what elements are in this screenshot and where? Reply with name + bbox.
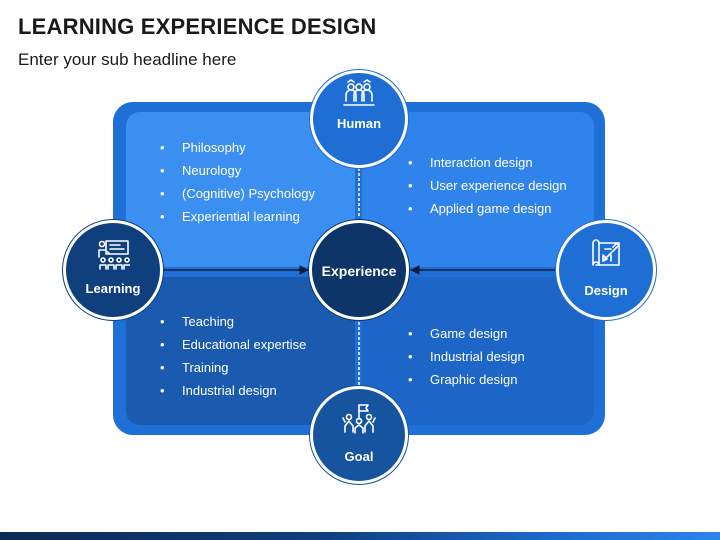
bottom-left-list: Teaching Educational expertise Training … [160,310,306,402]
top-right-list: Interaction design User experience desig… [408,151,567,220]
learning-label: Learning [85,281,141,296]
list-item: Teaching [160,310,306,333]
list-item: Applied game design [408,197,567,220]
human-label: Human [336,116,382,131]
list-item: Industrial design [160,379,306,402]
learning-node: Learning [63,220,163,320]
goal-node: Goal [310,386,408,484]
design-blueprint-icon [592,239,620,266]
bottom-right-list: Game design Industrial design Graphic de… [408,322,525,391]
list-item: Training [160,356,306,379]
list-item: Graphic design [408,368,525,391]
goal-flag-team-icon [342,404,376,434]
experience-label: Experience [321,263,397,279]
human-node: Human [310,70,408,168]
goal-label: Goal [344,449,374,464]
design-label: Design [584,283,628,298]
list-item: User experience design [408,174,567,197]
list-item: Philosophy [160,136,315,159]
top-left-list: Philosophy Neurology (Cognitive) Psychol… [160,136,315,228]
page-subtitle: Enter your sub headline here [18,50,237,69]
list-item: Experiential learning [160,205,315,228]
list-item: Industrial design [408,345,525,368]
classroom-presentation-icon [98,240,130,270]
list-item: Game design [408,322,525,345]
list-item: Educational expertise [160,333,306,356]
people-group-icon [343,79,375,106]
list-item: (Cognitive) Psychology [160,182,315,205]
experience-node: Experience [309,220,409,320]
list-item: Interaction design [408,151,567,174]
list-item: Neurology [160,159,315,182]
page-title: LEARNING EXPERIENCE DESIGN [18,14,377,39]
design-node: Design [556,220,656,320]
footer-gradient-bar [0,532,720,540]
